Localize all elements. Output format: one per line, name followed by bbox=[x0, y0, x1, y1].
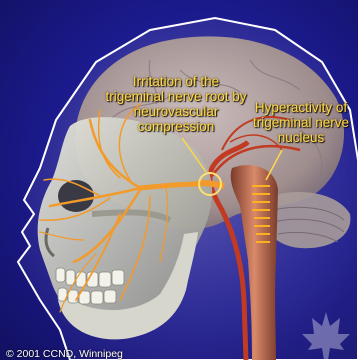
hyperactivity-label: Hyperactivity of trigeminal nerve nucleu… bbox=[242, 100, 358, 145]
irritation-label-line: Irritation of the bbox=[78, 74, 274, 89]
hyperactivity-label-line: Hyperactivity of bbox=[242, 100, 358, 115]
hyperactivity-label-line: nucleus bbox=[242, 130, 358, 145]
hyperactivity-label-line: trigeminal nerve bbox=[242, 115, 358, 130]
copyright-text: © 2001 CCND, Winnipeg bbox=[6, 349, 123, 360]
